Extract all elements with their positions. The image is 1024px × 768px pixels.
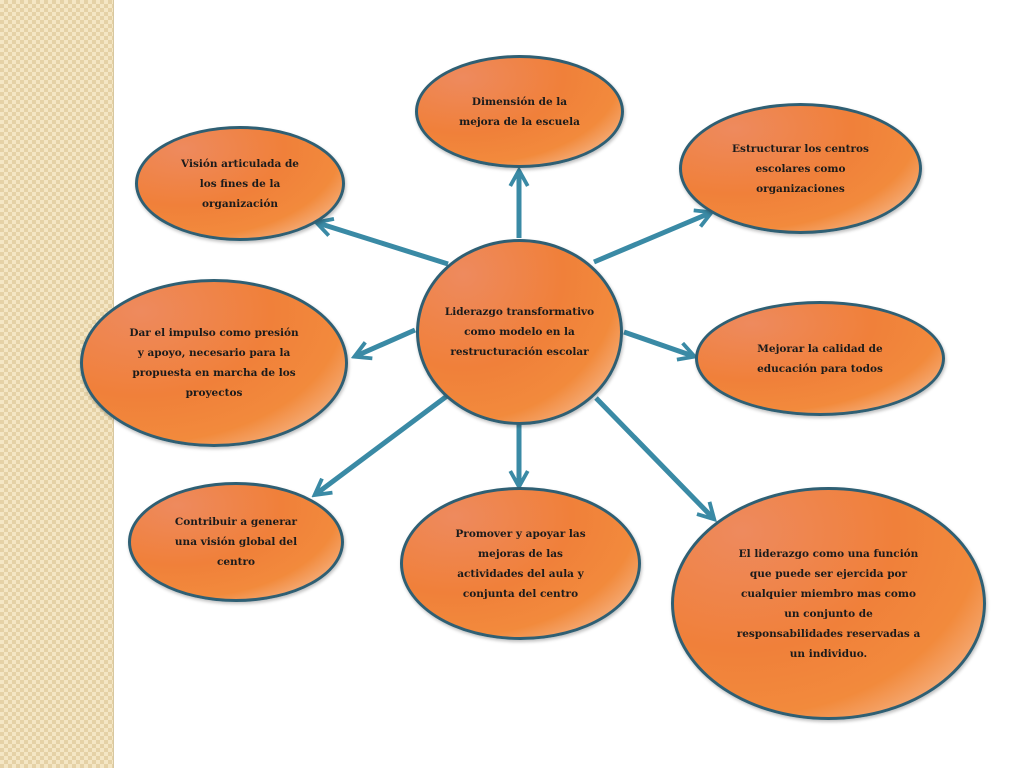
node-mejorar-calidad-label: Mejorar la calidad de educación para tod… [757, 342, 883, 375]
node-estructurar: Estructurar los centros escolares como o… [679, 103, 922, 234]
node-dimension-label: Dimensión de la mejora de la escuela [459, 95, 580, 128]
node-contribuir-label: Contribuir a generar una visión global d… [174, 516, 298, 568]
node-contribuir: Contribuir a generar una visión global d… [128, 482, 344, 602]
arrow-to-liderazgo-funcion [594, 396, 713, 518]
arrow-to-estructurar [593, 213, 710, 265]
node-liderazgo-funcion-label: El liderazgo como una función que puede … [736, 547, 921, 660]
node-dimension: Dimensión de la mejora de la escuela [415, 55, 624, 168]
arrow-to-vision-articulada [318, 223, 449, 267]
node-center: Liderazgo transformativo como modelo en … [416, 239, 623, 425]
node-mejorar-calidad: Mejorar la calidad de educación para tod… [695, 301, 945, 416]
node-estructurar-label: Estructurar los centros escolares como o… [732, 142, 869, 195]
node-vision-articulada: Visión articulada de los fines de la org… [135, 126, 345, 241]
node-promover-label: Promover y apoyar las mejoras de las act… [455, 527, 586, 600]
node-dar-impulso: Dar el impulso como presión y apoyo, nec… [80, 279, 348, 447]
arrow-to-dar-impulso [356, 327, 417, 356]
node-center-label: Liderazgo transformativo como modelo en … [444, 306, 595, 358]
arrow-to-mejorar-calidad [623, 329, 693, 356]
node-liderazgo-funcion: El liderazgo como una función que puede … [671, 487, 986, 720]
node-vision-articulada-label: Visión articulada de los fines de la org… [181, 157, 299, 210]
arrow-to-contribuir [316, 393, 449, 494]
node-dar-impulso-label: Dar el impulso como presión y apoyo, nec… [129, 327, 299, 399]
node-promover: Promover y apoyar las mejoras de las act… [400, 487, 641, 640]
